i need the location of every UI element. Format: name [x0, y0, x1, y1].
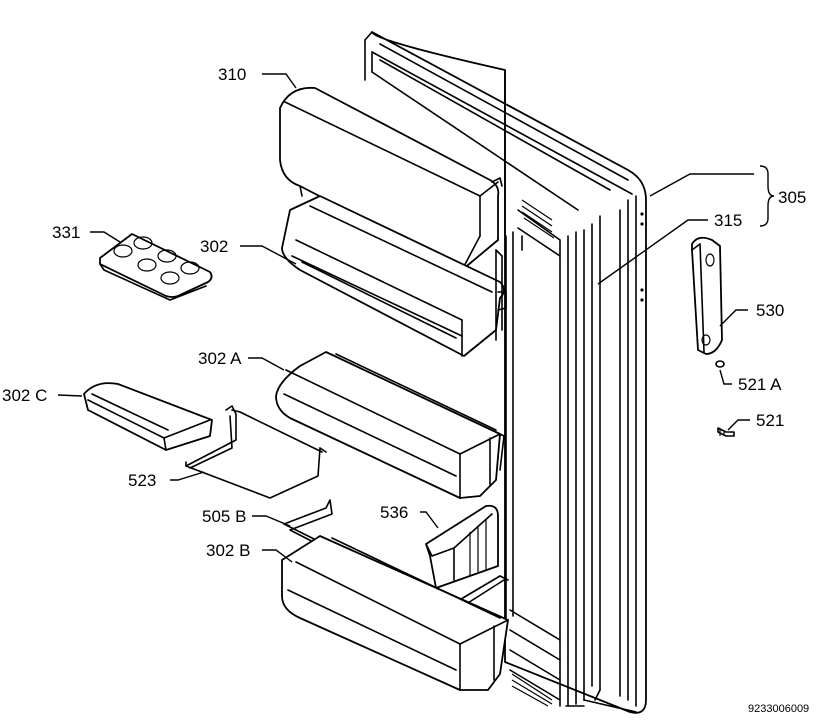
door-bin-302a-part: [275, 351, 505, 499]
label-310: 310: [218, 65, 246, 84]
label-302a: 302 A: [198, 349, 242, 368]
label-521a: 521 A: [738, 375, 782, 394]
screw-521-part: [717, 427, 735, 437]
shelf-cover-part: [279, 86, 503, 271]
wire-rail-523-part: [185, 405, 327, 499]
label-302: 302: [200, 237, 228, 256]
door-bin-302b-part: [281, 535, 509, 691]
label-302c: 302 C: [2, 386, 47, 405]
brace-305: [759, 165, 775, 227]
washer-521a-part: [715, 360, 725, 368]
callout-labels: 310 305 315 331 302 530 302 A 521 A 302 …: [2, 65, 809, 715]
label-505b: 505 B: [202, 507, 246, 526]
butter-shelf-part: [281, 195, 507, 357]
label-536: 536: [380, 503, 408, 522]
egg-tray-part: [99, 233, 213, 301]
label-530: 530: [756, 301, 784, 320]
hinge-cover-530-part: [691, 236, 723, 355]
label-523: 523: [128, 471, 156, 490]
label-315: 315: [714, 211, 742, 230]
door-frame-part: [364, 31, 647, 714]
label-521: 521: [756, 411, 784, 430]
leader-lines: [57, 73, 754, 563]
bottle-divider-536-part: [425, 504, 499, 589]
label-331: 331: [52, 223, 80, 242]
label-302b: 302 B: [206, 541, 250, 560]
dairy-lid-302c-part: [83, 382, 213, 451]
label-305: 305: [778, 188, 806, 207]
drawing-code: 9233006009: [748, 703, 809, 715]
